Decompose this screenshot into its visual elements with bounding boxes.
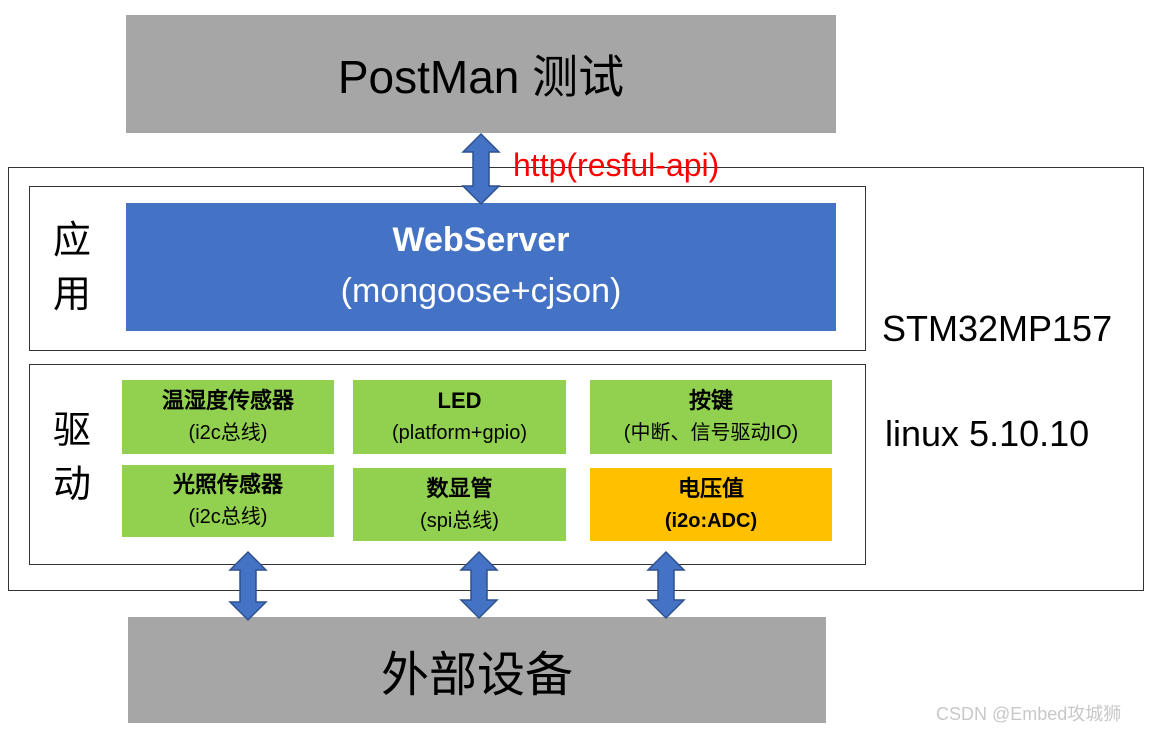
- driver-module-name: 电压值: [677, 475, 744, 501]
- driver-module-name: 按键: [688, 388, 733, 413]
- driver-module-name: 光照传感器: [172, 472, 283, 497]
- postman-test-label: PostMan 测试: [337, 51, 625, 103]
- driver-label-char-2: 动: [52, 464, 91, 506]
- driver-module-light-sensor: 光照传感器 (i2c总线): [122, 465, 334, 537]
- double-arrow-icon: [459, 550, 499, 620]
- webserver-box: WebServer (mongoose+cjson): [126, 203, 836, 331]
- driver-module-key: 按键 (中断、信号驱动IO): [590, 380, 832, 454]
- webserver-title: WebServer: [392, 221, 570, 259]
- double-arrow-icon: [461, 132, 501, 206]
- external-devices-label: 外部设备: [380, 649, 573, 702]
- watermark: CSDN @Embed攻城狮: [936, 704, 1122, 724]
- external-devices-box: 外部设备: [128, 617, 826, 723]
- driver-module-name: LED: [437, 388, 482, 413]
- application-label-char-1: 应: [52, 220, 91, 262]
- driver-module-detail: (i2c总线): [188, 506, 268, 528]
- os-version-label: linux 5.10.10: [885, 413, 1090, 454]
- driver-module-detail: (i2o:ADC): [664, 509, 758, 532]
- driver-module-detail: (i2c总线): [188, 422, 268, 444]
- postman-test-box: PostMan 测试: [126, 15, 836, 133]
- driver-layer-label: 驱 动: [42, 404, 102, 512]
- application-label-char-2: 用: [52, 274, 91, 316]
- chip-label: STM32MP157: [882, 308, 1113, 349]
- double-arrow-icon: [646, 550, 686, 620]
- driver-module-temp-humidity: 温湿度传感器 (i2c总线): [122, 380, 334, 454]
- protocol-label: http(resful-api): [513, 147, 720, 183]
- driver-module-digital-display: 数显管 (spi总线): [353, 468, 566, 541]
- webserver-subtitle: (mongoose+cjson): [340, 272, 622, 310]
- driver-label-char-1: 驱: [52, 410, 91, 452]
- driver-module-name: 数显管: [426, 475, 493, 501]
- driver-module-voltage: 电压值 (i2o:ADC): [590, 468, 832, 541]
- driver-module-detail: (中断、信号驱动IO): [623, 422, 799, 444]
- application-layer-label: 应 用: [42, 214, 102, 322]
- driver-module-name: 温湿度传感器: [161, 388, 294, 413]
- driver-module-detail: (platform+gpio): [391, 422, 528, 444]
- double-arrow-icon: [228, 550, 268, 622]
- driver-module-detail: (spi总线): [420, 509, 499, 532]
- driver-module-led: LED (platform+gpio): [353, 380, 566, 454]
